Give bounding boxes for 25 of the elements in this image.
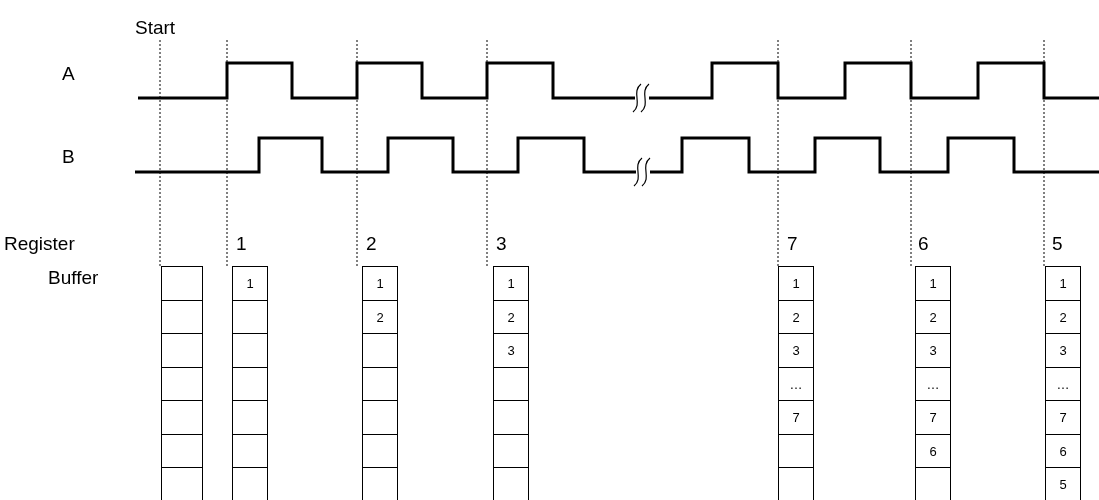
row-label: Register: [4, 234, 75, 253]
start-label: Start: [135, 18, 176, 37]
buffer-cell: 1: [362, 266, 398, 301]
buffer-cell: 1: [1045, 266, 1081, 301]
buffer-cell: 7: [1045, 400, 1081, 435]
buffer-cell: 7: [915, 400, 951, 435]
buffer-cell: 1: [232, 266, 268, 301]
signal-label: A: [62, 64, 75, 83]
buffer-cell: 1: [778, 266, 814, 301]
buffer-cell: 5: [1045, 467, 1081, 500]
buffer-cell: 3: [778, 333, 814, 368]
buffer-cell: 7: [778, 400, 814, 435]
row-label: Buffer: [48, 268, 99, 287]
buffer-cell: 3: [1045, 333, 1081, 368]
register-value: 7: [787, 234, 798, 253]
buffer-cell: 1: [493, 266, 529, 301]
register-value: 2: [366, 234, 377, 253]
register-value: 5: [1052, 234, 1063, 253]
buffer-cell: 3: [915, 333, 951, 368]
buffer-cell: 3: [493, 333, 529, 368]
register-value: 6: [918, 234, 929, 253]
register-value: 1: [236, 234, 247, 253]
register-value: 3: [496, 234, 507, 253]
signal-label: B: [62, 147, 75, 166]
buffer-cell: 1: [915, 266, 951, 301]
